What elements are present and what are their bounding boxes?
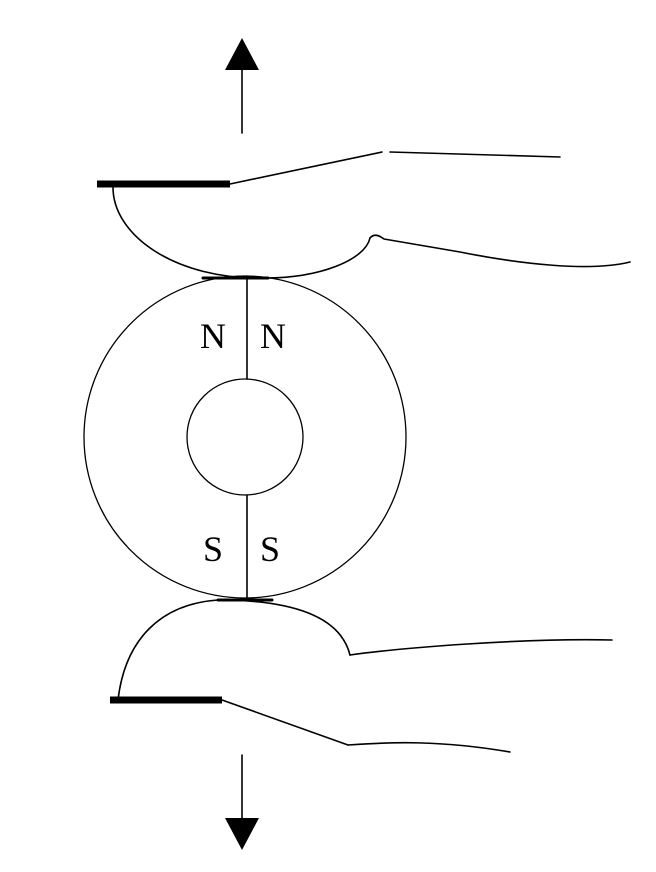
ring-magnet [83,275,407,602]
pole-label-n-right: N [260,316,286,356]
pole-label-s-right: S [260,529,280,569]
arrow-down-icon [225,754,259,850]
outer-ring [83,275,407,599]
pole-label-s-left: S [203,529,223,569]
arrow-up-icon [225,38,259,134]
inner-hole [186,378,304,496]
top-hand-outline [97,151,631,279]
bottom-hand-outline [110,599,613,753]
pole-label-n-left: N [200,316,226,356]
